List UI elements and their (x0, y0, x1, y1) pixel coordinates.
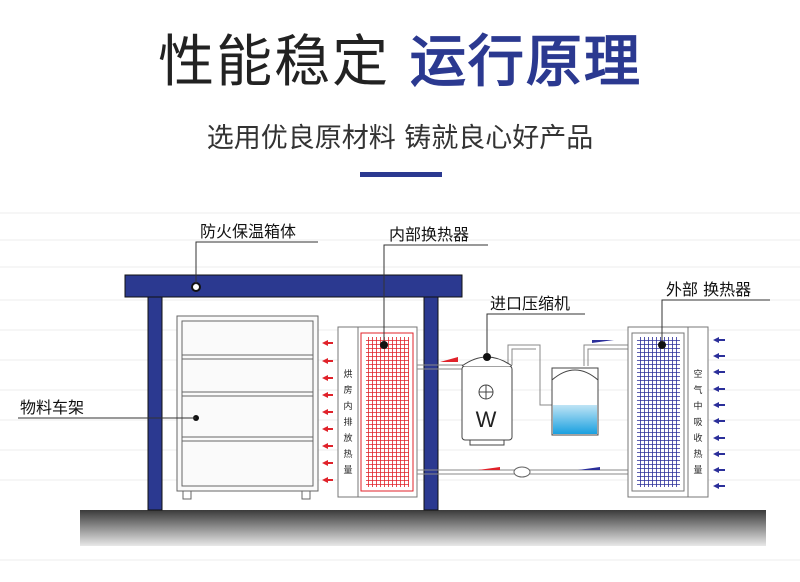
label-compressor: 进口压缩机 (490, 294, 570, 313)
heat-absorb-arrows (713, 337, 725, 489)
vtext: 中 (693, 400, 702, 412)
title-part2: 运行原理 (409, 30, 642, 95)
liquid-tank (551, 367, 599, 436)
flow-arrow (592, 340, 614, 343)
page-title: 性能稳定 运行原理 (0, 28, 800, 98)
inner-heat-exchanger (337, 326, 418, 498)
vtext: 收 (693, 432, 702, 444)
outer-side-text: 空 气 中 吸 收 热 量 (693, 368, 702, 476)
vtext: 内 (343, 400, 352, 412)
label-material-rack: 物料车架 (20, 398, 84, 417)
vtext: 气 (693, 384, 702, 396)
vtext: 热 (343, 448, 352, 460)
outer-heat-exchanger (627, 326, 709, 498)
inner-exchanger-marker-icon (380, 341, 388, 349)
expansion-valve (513, 466, 531, 478)
vtext: 烘 (343, 368, 352, 380)
heat-release-arrows (322, 340, 333, 483)
callout-lines (18, 241, 770, 419)
title-part1: 性能稳定 (158, 30, 391, 95)
flow-arrow (440, 357, 458, 362)
title-underline (360, 172, 442, 177)
compressor-marker-icon (483, 353, 491, 361)
roof-marker-icon (191, 282, 201, 292)
flow-arrow (478, 467, 500, 470)
inner-side-text: 烘 房 内 排 放 热 量 (343, 368, 352, 476)
vtext: 排 (343, 416, 352, 428)
label-insulated-box: 防火保温箱体 (200, 222, 296, 241)
vtext: 吸 (693, 417, 702, 428)
compressor (461, 356, 513, 446)
vtext: 空 (693, 368, 702, 380)
compressor-mark: W (476, 407, 497, 432)
box-left-pillar (147, 296, 163, 511)
vtext: 量 (343, 465, 352, 476)
vtext: 房 (343, 384, 352, 396)
material-rack (176, 315, 319, 500)
flow-arrow (578, 467, 600, 470)
vtext: 量 (693, 465, 702, 476)
ground (80, 510, 766, 546)
vtext: 放 (343, 432, 352, 444)
outer-exchanger-marker-icon (658, 341, 666, 349)
box-right-pillar (423, 296, 439, 511)
label-inner-exchanger: 内部换热器 (389, 225, 469, 244)
label-outer-exchanger: 外部 换热器 (666, 280, 751, 299)
box-roof (124, 274, 463, 298)
vtext: 热 (693, 448, 702, 460)
subtitle: 选用优良原材料 铸就良心好产品 (206, 123, 594, 154)
